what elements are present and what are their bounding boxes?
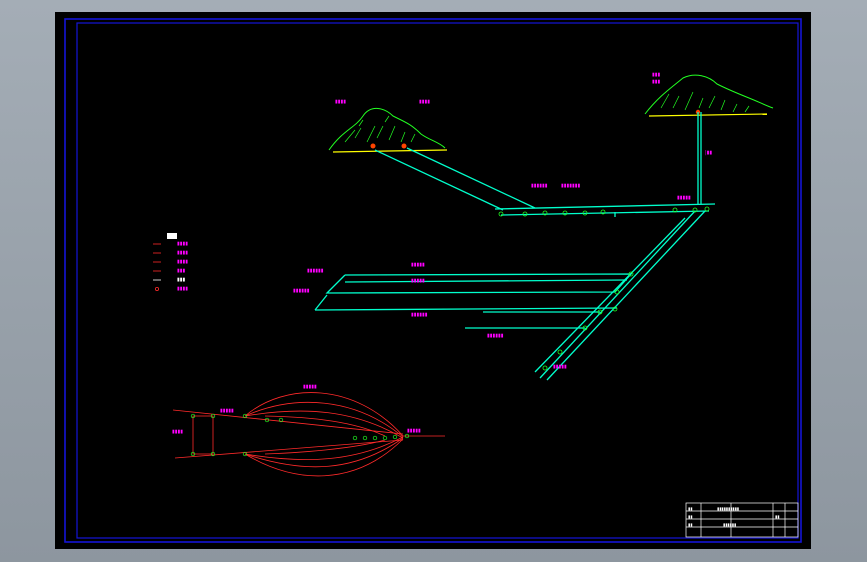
legend-item-4: ▮▮▮ xyxy=(177,268,186,274)
network-right-label: ▮▮▮▮▮ xyxy=(407,428,421,434)
branch-roadways xyxy=(314,273,633,329)
shaft-tag: |▮▮ xyxy=(705,150,713,156)
mountain-icon xyxy=(644,74,774,117)
hill-left-label-b: ▮▮▮▮ xyxy=(419,99,431,105)
network-top-label: ▮▮▮▮▮ xyxy=(303,384,317,390)
bottom-end-label: ▮▮▮▮▮ xyxy=(553,364,567,370)
junction-label-3: ▮▮▮▮▮ xyxy=(677,195,691,201)
ventilation-network xyxy=(172,392,445,477)
legend-item-6: ▮▮▮▮ xyxy=(177,286,189,292)
legend-title-bar xyxy=(167,233,177,239)
legend-item-1: ▮▮▮▮ xyxy=(177,241,189,247)
junction-markers xyxy=(498,206,710,371)
branch-bottom-label: ▮▮▮▮▮▮ xyxy=(487,333,504,339)
hill-left-label-a: ▮▮▮▮ xyxy=(335,99,347,105)
hill-right-label-a: ▮▮▮ xyxy=(652,72,661,78)
legend-symbols xyxy=(153,243,161,291)
network-left-label: ▮▮▮▮ xyxy=(172,429,184,435)
title-block-project: ▮▮▮▮▮▮▮▮▮▮ xyxy=(717,506,740,511)
title-block xyxy=(685,502,799,538)
legend-item-5: ▮▮▮ xyxy=(177,277,186,283)
legend-item-3: ▮▮▮▮ xyxy=(177,259,189,265)
cad-drawing xyxy=(64,18,802,543)
network-nodes xyxy=(190,413,410,457)
title-block-cell-1: ▮▮ xyxy=(688,506,693,511)
junction-label-1: ▮▮▮▮▮▮ xyxy=(531,183,548,189)
title-block-cell-2: ▮▮ xyxy=(688,514,693,519)
title-block-drawing: ▮▮▮▮▮▮ xyxy=(723,522,737,527)
main-incline xyxy=(534,210,706,381)
left-end-label-1: ▮▮▮▮▮▮ xyxy=(307,268,324,274)
network-mid-label: ▮▮▮▮▮ xyxy=(220,408,234,414)
inner-border xyxy=(76,22,799,539)
left-end-label-2: ▮▮▮▮▮▮ xyxy=(293,288,310,294)
top-roadway xyxy=(494,203,716,217)
branch-top-label: ▮▮▮▮▮ xyxy=(411,262,425,268)
title-block-cell-3: ▮▮ xyxy=(688,522,693,527)
junction-label-2: ▮▮▮▮▮▮▮ xyxy=(561,183,581,189)
shaft xyxy=(697,112,702,204)
mountain-icon xyxy=(328,108,448,153)
incline-tunnel xyxy=(374,147,536,211)
drawing-sheet: ▮▮▮▮ ▮▮▮▮ ▮▮▮ ▮▮▮ |▮▮ ▮▮▮▮▮▮ ▮▮▮▮▮▮▮ ▮▮▮… xyxy=(55,12,811,549)
branch-low-label: ▮▮▮▮▮▮ xyxy=(411,312,428,318)
hill-right-label-b: ▮▮▮ xyxy=(652,79,661,85)
outer-border xyxy=(64,18,802,543)
legend-item-2: ▮▮▮▮ xyxy=(177,250,189,256)
branch-mid-label: ▮▮▮▮▮ xyxy=(411,278,425,284)
title-block-cell-4: ▮▮ xyxy=(775,514,780,519)
